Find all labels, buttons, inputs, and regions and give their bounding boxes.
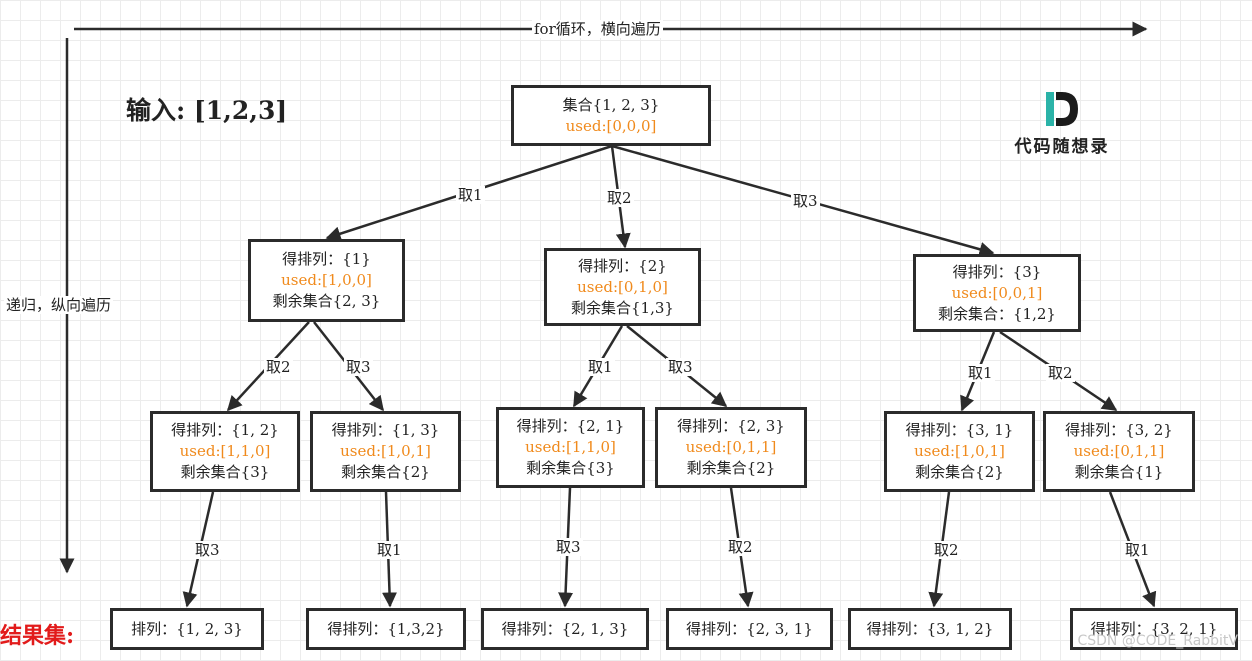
edge-label: 取1	[456, 186, 485, 204]
logo-d-icon	[1046, 92, 1078, 126]
result-node-2: 得排列：{1,3,2}	[306, 608, 466, 650]
edge-label: 取2	[605, 189, 634, 207]
node-used: used:[1,0,1]	[914, 442, 1005, 460]
node-permutation: 得排列：{1, 2}	[171, 421, 279, 439]
node-set: 集合{1, 2, 3}	[562, 95, 660, 114]
node-permutation: 得排列：{2, 1}	[516, 417, 625, 435]
result-node-1: 排列：{1, 2, 3}	[110, 608, 264, 650]
node-used: used:[1,0,0]	[281, 271, 372, 289]
result-node-3: 得排列：{2, 1, 3}	[481, 608, 649, 650]
level1-node-3: 得排列：{3} used:[0,0,1] 剩余集合：{1,2}	[913, 254, 1081, 332]
node-permutation: 得排列：{2, 3}	[677, 417, 785, 435]
result-text: 得排列：{2, 1, 3}	[501, 619, 629, 638]
root-node: 集合{1, 2, 3} used:[0,0,0]	[511, 85, 711, 146]
node-used: used:[0,1,1]	[1073, 442, 1165, 460]
result-node-4: 得排列：{2, 3, 1}	[666, 608, 833, 650]
result-node-5: 得排列：{3, 1, 2}	[848, 608, 1012, 650]
node-permutation: 得排列：{3, 1}	[905, 421, 1014, 439]
edge-label: 取2	[264, 358, 293, 376]
level2-node-5: 得排列：{3, 1} used:[1,0,1] 剩余集合{2}	[884, 411, 1035, 492]
node-used: used:[1,1,0]	[179, 442, 271, 460]
edge-label: 取3	[666, 358, 695, 376]
node-permutation: 得排列：{3}	[952, 262, 1042, 281]
level2-node-2: 得排列：{1, 3} used:[1,0,1] 剩余集合{2}	[310, 411, 461, 492]
node-permutation: 得排列：{1}	[282, 250, 371, 268]
edge-label: 取2	[932, 541, 961, 559]
edge-label: 取2	[726, 538, 755, 556]
node-remaining: 剩余集合{3}	[180, 463, 270, 481]
edge-label: 取1	[586, 358, 615, 376]
node-used: used:[0,1,0]	[577, 277, 668, 296]
watermark: CSDN @CODE_RabbitV	[1077, 633, 1238, 649]
result-text: 得排列：{2, 3, 1}	[686, 619, 813, 638]
result-node-6: 得排列：{3, 2, 1}	[1070, 608, 1238, 650]
edge-label: 取3	[554, 538, 583, 556]
node-remaining: 剩余集合{2}	[686, 459, 776, 477]
node-used: used:[1,0,1]	[340, 442, 431, 460]
input-label: 输入: [1,2,3]	[126, 96, 288, 125]
level1-node-1: 得排列：{1} used:[1,0,0] 剩余集合{2, 3}	[248, 239, 405, 322]
edge-label: 取3	[344, 358, 373, 376]
logo: 代码随想录	[1004, 90, 1120, 157]
node-remaining: 剩余集合{2}	[915, 463, 1004, 481]
node-permutation: 得排列：{1, 3}	[331, 421, 440, 439]
horizontal-axis-label: for循环，横向遍历	[532, 20, 663, 38]
edge-label: 取1	[375, 541, 404, 559]
vertical-axis-label: 递归，纵向遍历	[4, 296, 114, 314]
level2-node-6: 得排列：{3, 2} used:[0,1,1] 剩余集合{1}	[1043, 411, 1195, 492]
node-remaining: 剩余集合：{1,2}	[938, 304, 1056, 323]
result-text: 得排列：{1,3,2}	[327, 619, 445, 638]
edge-label: 取3	[193, 541, 222, 559]
node-permutation: 得排列：{3, 2}	[1065, 421, 1173, 439]
result-text: 得排列：{3, 2, 1}	[1090, 619, 1218, 638]
result-text: 得排列：{3, 1, 2}	[866, 619, 994, 638]
node-used: used:[1,1,0]	[525, 438, 616, 456]
level2-node-1: 得排列：{1, 2} used:[1,1,0] 剩余集合{3}	[150, 411, 300, 492]
edge-label: 取2	[1046, 364, 1075, 382]
edge-label: 取1	[966, 364, 995, 382]
node-used: used:[0,0,0]	[565, 116, 657, 135]
node-used: used:[0,1,1]	[685, 438, 777, 456]
node-remaining: 剩余集合{1,3}	[571, 298, 674, 317]
node-used: used:[0,0,1]	[951, 283, 1043, 302]
logo-text: 代码随想录	[1014, 137, 1110, 157]
edge-label: 取3	[791, 192, 820, 210]
node-remaining: 剩余集合{2, 3}	[272, 292, 381, 310]
node-remaining: 剩余集合{3}	[526, 459, 615, 477]
level2-node-4: 得排列：{2, 3} used:[0,1,1] 剩余集合{2}	[655, 407, 807, 488]
result-set-label: 结果集:	[0, 623, 75, 649]
node-remaining: 剩余集合{1}	[1074, 463, 1164, 481]
node-permutation: 得排列：{2}	[578, 256, 667, 275]
level1-node-2: 得排列：{2} used:[0,1,0] 剩余集合{1,3}	[544, 248, 701, 326]
result-text: 排列：{1, 2, 3}	[131, 619, 243, 638]
node-remaining: 剩余集合{2}	[341, 463, 430, 481]
level2-node-3: 得排列：{2, 1} used:[1,1,0] 剩余集合{3}	[496, 407, 645, 488]
edge-label: 取1	[1123, 541, 1152, 559]
